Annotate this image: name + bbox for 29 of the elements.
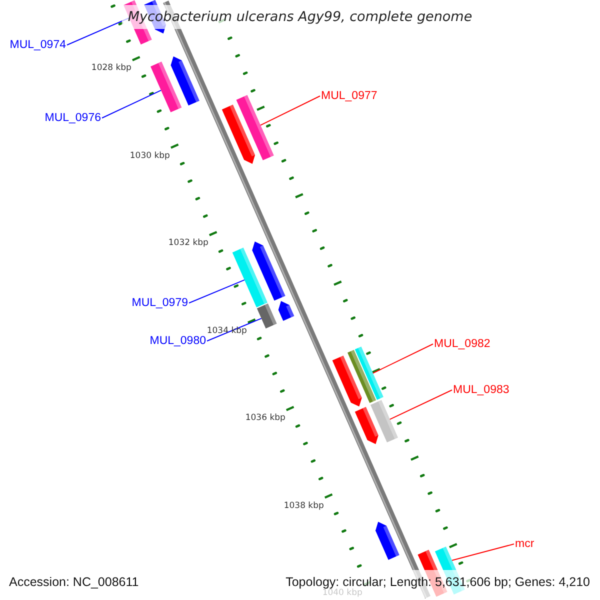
scale-label: 1032 kbp [168, 238, 208, 248]
gene-label: MUL_0980 [150, 334, 206, 348]
leader-line [188, 279, 245, 304]
gene-block [354, 346, 384, 400]
scale-label: 1030 kbp [130, 150, 170, 161]
gene-block [236, 95, 274, 160]
leader-line [260, 96, 320, 126]
gene-label: MUL_0976 [44, 111, 101, 125]
gene-label: mcr [515, 537, 534, 551]
scale-label: 1028 kbp [91, 63, 132, 74]
scale-label: 1036 kbp [245, 413, 286, 424]
genome-info-text: Topology: circular; Length: 5,631,606 bp; Genes: 4,210 [286, 574, 590, 589]
accession-text: Accession: NC_008611 [9, 574, 139, 590]
leader-line [206, 318, 262, 342]
scale-label: 1034 kbp [206, 326, 247, 336]
leader-line [389, 390, 452, 420]
gene-label: MUL_0977 [321, 89, 378, 103]
gene-label: MUL_0974 [10, 38, 66, 52]
scale-label: 1038 kbp [284, 500, 324, 511]
leader-line [451, 544, 514, 561]
gene-block [370, 400, 398, 442]
gene-block [150, 62, 182, 112]
leader-line [102, 90, 162, 118]
gene-label: MUL_0983 [453, 383, 510, 397]
leader-line [372, 344, 434, 374]
gene-label: MUL_0979 [132, 296, 188, 310]
gene-block [232, 248, 268, 308]
gene-label: MUL_0982 [434, 337, 490, 351]
gene-block [256, 304, 277, 328]
